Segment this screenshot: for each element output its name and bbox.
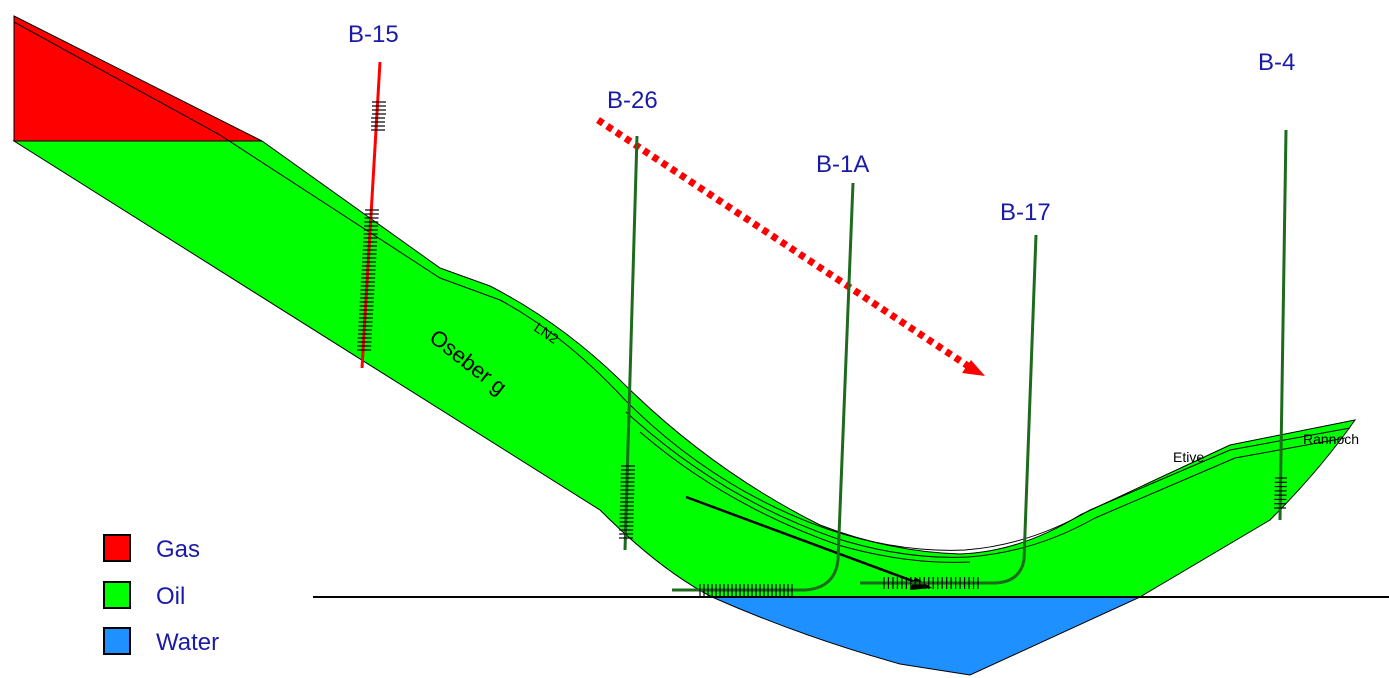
- legend-swatch-oil: [103, 581, 131, 609]
- well-b15: [360, 61, 382, 369]
- label-rannoch: Rannoch: [1303, 431, 1359, 447]
- water-zone: [711, 596, 1141, 676]
- well-b15-perforations-lower: [357, 209, 379, 351]
- legend: Gas Oil Water: [103, 534, 219, 656]
- label-b1a: B-1A: [816, 151, 869, 178]
- well-b26: [623, 135, 639, 551]
- gas-cap: [13, 15, 263, 142]
- legend-label-water: Water: [156, 629, 219, 656]
- label-etive: Etive: [1173, 449, 1204, 465]
- well-b4-perforations: [1274, 477, 1287, 509]
- label-b17: B-17: [1000, 199, 1051, 226]
- well-b17: [860, 234, 1038, 585]
- well-b15-perforations-upper: [371, 101, 386, 131]
- oil-zone: [12, 140, 1357, 598]
- flow-arrow: [685, 495, 919, 585]
- legend-label-oil: Oil: [156, 583, 185, 610]
- legend-swatch-gas: [103, 534, 131, 562]
- flow-arrow-dotted: [596, 117, 970, 369]
- legend-label-gas: Gas: [156, 536, 200, 563]
- horizon-line-2: [625, 411, 1346, 558]
- horizon-line-3: [639, 431, 971, 563]
- label-b15: B-15: [348, 21, 399, 48]
- well-b17-perforations: [883, 577, 979, 589]
- well-b26-perforations: [619, 465, 635, 539]
- well-b1a: [672, 182, 855, 592]
- well-b1a-perforations: [699, 584, 793, 596]
- legend-swatch-water: [103, 627, 131, 655]
- label-b4: B-4: [1258, 49, 1295, 76]
- well-b4: [1278, 129, 1288, 521]
- flow-arrow-dotted-head: [962, 360, 985, 376]
- label-b26: B-26: [607, 87, 658, 114]
- horizon-line-1: [13, 21, 1351, 551]
